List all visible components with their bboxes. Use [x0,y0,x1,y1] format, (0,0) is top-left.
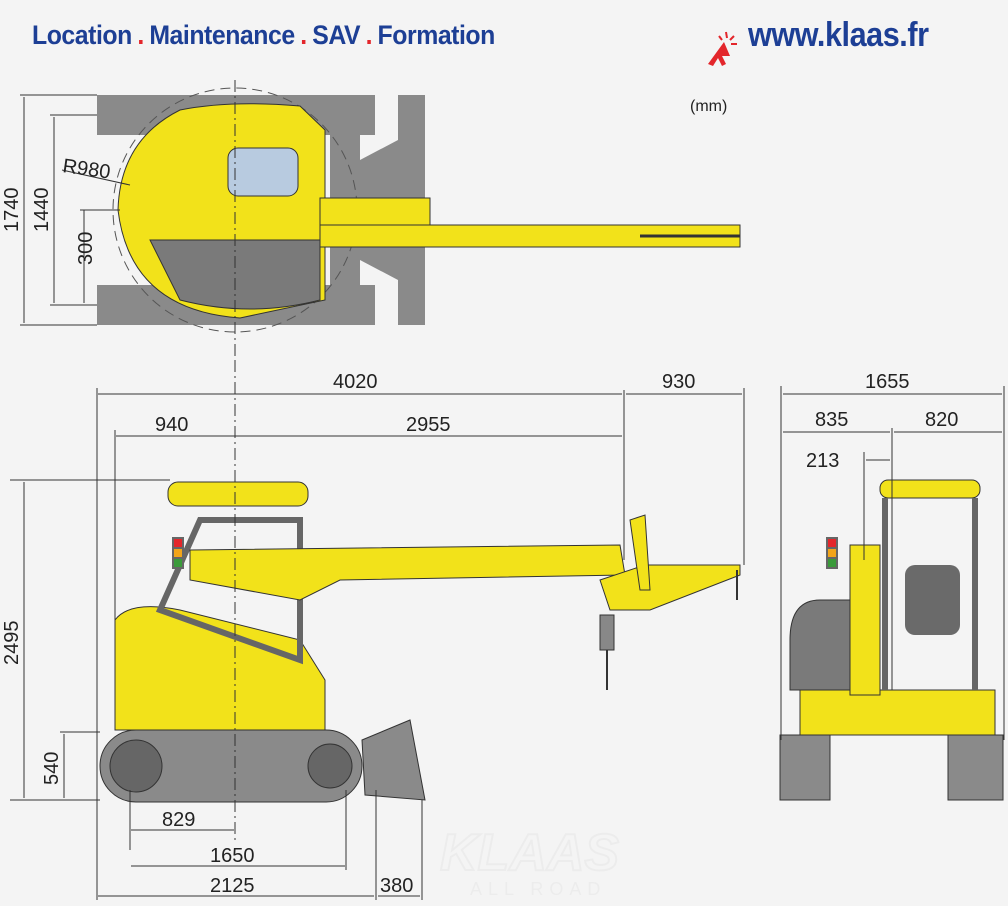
front-view: 1655 835 820 213 [779,371,1005,801]
dim-boom-offset: 213 [806,450,839,472]
dim-top-offset: 300 [75,232,97,265]
cursor-click-icon [708,31,737,66]
dim-hook-extension: 930 [662,371,695,393]
front-cab-roof [879,479,981,499]
dim-top-track-width: 1440 [31,188,53,233]
website-link[interactable]: www.klaas.fr [748,16,929,54]
side-blade [361,719,426,801]
side-boom [189,544,626,601]
service-formation: Formation [377,20,496,50]
separator: . [365,20,373,50]
dim-center-to-idler: 829 [162,809,195,831]
service-location: Location [32,20,132,50]
front-boom [849,544,881,696]
svg-text:KLAAS: KLAAS [440,824,619,882]
dim-swing-radius: R980 [61,155,111,183]
dim-track-height: 540 [41,752,63,785]
dim-front-right-width: 820 [925,409,958,431]
separator: . [300,20,307,50]
svg-text:ALL ROAD: ALL ROAD [470,879,606,899]
separator: . [137,20,144,50]
services-tagline: Location.Maintenance.SAV.Formation [32,20,495,51]
dim-track-length: 2125 [210,875,255,897]
dim-front-left-width: 835 [815,409,848,431]
unit-label: (mm) [690,98,728,115]
top-view: 1740 1440 300 R980 [1,80,741,360]
watermark-logo: KLAAS ALL ROAD [439,823,620,899]
dim-center-to-boom: 2955 [406,414,451,436]
side-view: 4020 930 940 2955 2495 540 829 1650 2125… [1,360,745,900]
dim-blade-distance: 380 [380,875,413,897]
dim-rear-to-center: 940 [155,414,188,436]
dim-tumbler-distance: 1650 [210,845,255,867]
dim-front-overall-width: 1655 [865,371,910,393]
dim-overall-length: 4020 [333,371,378,393]
cab-roof [167,481,309,507]
dim-top-overall-width: 1740 [1,188,23,233]
dim-overall-height: 2495 [1,621,23,666]
service-maintenance: Maintenance [149,20,295,50]
service-sav: SAV [312,20,361,50]
